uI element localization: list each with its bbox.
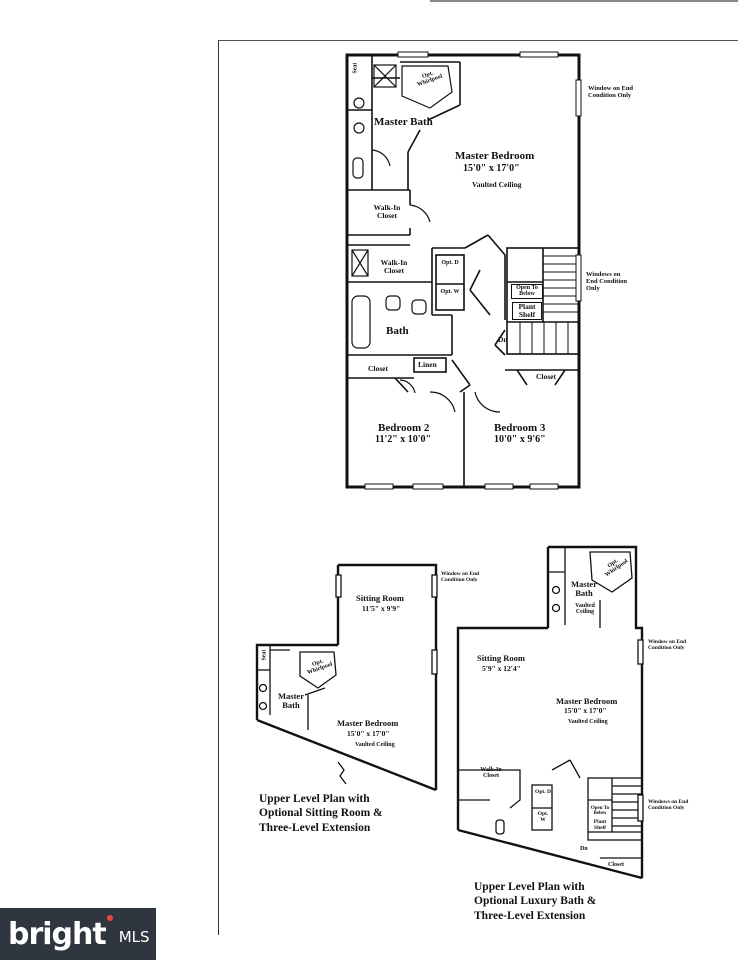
label-closet-left: Closet	[368, 364, 388, 373]
room-label-bedroom-3: Bedroom 3	[494, 422, 546, 434]
logo-suffix: MLS	[118, 928, 150, 946]
label-plant-shelf: Plant Shelf	[512, 302, 542, 320]
room-label-bath: Bath	[386, 325, 409, 337]
left-room-note-master-bedroom: Vaulted Ceiling	[355, 742, 395, 748]
left-plan-caption: Upper Level Plan with Optional Sitting R…	[259, 793, 383, 834]
right-label-closet: Closet	[608, 862, 624, 868]
room-dims-master-bedroom: 15'0" x 17'0"	[463, 163, 520, 174]
label-seat: Seat	[352, 62, 359, 74]
left-room-dims-sitting-room: 11'5" x 9'9"	[362, 604, 401, 613]
right-room-label-sitting-room: Sitting Room	[477, 653, 525, 663]
right-room-dims-master-bedroom: 15'0" x 17'0"	[564, 706, 607, 715]
room-dims-bedroom-2: 11'2" x 10'0"	[375, 434, 432, 445]
main-plan-stairs	[519, 255, 579, 354]
right-room-note-master-bath: Vaulted Ceiling	[575, 603, 595, 616]
right-label-plant-shelf: Plant Shelf	[593, 819, 607, 831]
label-linen: Linen	[418, 360, 437, 369]
room-label-master-bedroom: Master Bedroom	[455, 150, 535, 162]
right-room-note-master-bedroom: Vaulted Ceiling	[568, 719, 608, 725]
right-room-label-master-bath: Master Bath	[571, 579, 597, 598]
top-scan-line	[430, 0, 738, 2]
window-note-lower: Windows on End Condition Only	[586, 271, 628, 292]
right-window-note-lower: Windows on End Condition Only	[648, 799, 689, 811]
right-label-open-to-below: Open To Below	[590, 806, 610, 817]
right-plan-caption: Upper Level Plan with Optional Luxury Ba…	[474, 881, 597, 922]
main-plan-fixtures	[351, 64, 501, 413]
bright-mls-logo: bright MLS	[0, 908, 156, 960]
left-window-note: Window on End Condition Only	[441, 571, 480, 583]
right-label-opt-w: Opt. W	[537, 811, 549, 823]
right-room-label-master-bedroom: Master Bedroom	[556, 696, 618, 706]
left-room-label-sitting-room: Sitting Room	[356, 593, 404, 603]
right-label-opt-d: Opt. D	[535, 789, 551, 795]
label-opt-d: Opt. D	[441, 260, 459, 266]
right-label-dn: Dn	[580, 846, 588, 852]
right-window-note-upper: Window on End Condition Only	[648, 639, 687, 651]
logo-dot-icon	[106, 915, 113, 921]
logo-wordmark: bright	[8, 916, 107, 952]
left-room-dims-master-bedroom: 15'0" x 17'0"	[347, 729, 390, 738]
room-note-master-bedroom: Vaulted Ceiling	[472, 180, 522, 189]
label-dn: Dn	[498, 335, 508, 344]
main-plan-windows	[364, 51, 582, 490]
label-opt-w: Opt. W	[440, 289, 460, 295]
right-room-dims-sitting-room: 5'9" x 12'4"	[482, 664, 521, 673]
label-closet-right: Closet	[536, 372, 556, 381]
room-label-bedroom-2: Bedroom 2	[378, 422, 430, 434]
plan-sheet-frame	[218, 40, 738, 935]
room-dims-bedroom-3: 10'0" x 9'6"	[494, 434, 546, 445]
left-room-label-master-bath: Master Bath	[278, 691, 304, 710]
room-label-master-bath: Master Bath	[374, 116, 433, 128]
label-open-to-below: Open To Below	[511, 284, 543, 299]
right-plan-walls	[456, 545, 644, 880]
left-label-seat: Seat	[261, 649, 268, 661]
window-note-upper: Window on End Condition Only	[588, 85, 634, 99]
left-room-label-master-bedroom: Master Bedroom	[337, 718, 399, 728]
room-label-walk-in-closet-1: Walk-In Closet	[373, 203, 401, 220]
right-plan-interior	[458, 547, 644, 859]
right-room-label-walk-in-closet: Walk-In Closet	[480, 767, 502, 780]
left-plan-walls	[255, 563, 438, 792]
room-label-walk-in-closet-2: Walk-In Closet	[380, 258, 408, 275]
left-plan-interior	[257, 574, 438, 785]
